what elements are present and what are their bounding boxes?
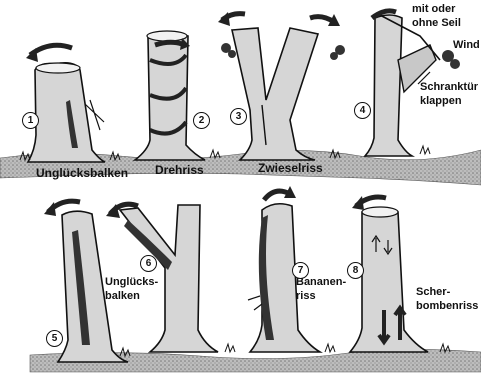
label-scher: Scher- [416,287,450,299]
number-5: 5 [46,330,63,347]
tree-1-ungluecksbalken [26,45,105,162]
label-zwieselriss: Zwieselriss [258,162,323,175]
tree-7-bananenriss [248,186,320,352]
number-7: 7 [292,262,309,279]
label-mit-oder: mit oder [412,4,455,16]
number-1: 1 [22,112,39,129]
label-balken: balken [105,291,140,303]
label-bananen: Bananen- [296,277,346,289]
number-4: 4 [354,102,371,119]
label-ungluecks: Unglücks- [105,277,158,289]
label-bombenriss: bombenriss [416,301,478,313]
number-8: 8 [347,262,364,279]
label-schranktuer: Schranktür [420,82,478,94]
label-klappen: klappen [420,96,462,108]
number-6: 6 [140,255,157,272]
label-ungluecksbalken: Unglücksbalken [36,167,128,180]
number-2: 2 [193,112,210,129]
tree-3-zwieselriss [218,12,345,160]
label-riss: riss [296,291,316,303]
tree-2-drehriss [135,31,205,160]
label-ohne-seil: ohne Seil [412,18,461,30]
label-wind: Wind [453,40,480,52]
number-3: 3 [230,108,247,125]
label-drehriss: Drehriss [155,164,204,177]
